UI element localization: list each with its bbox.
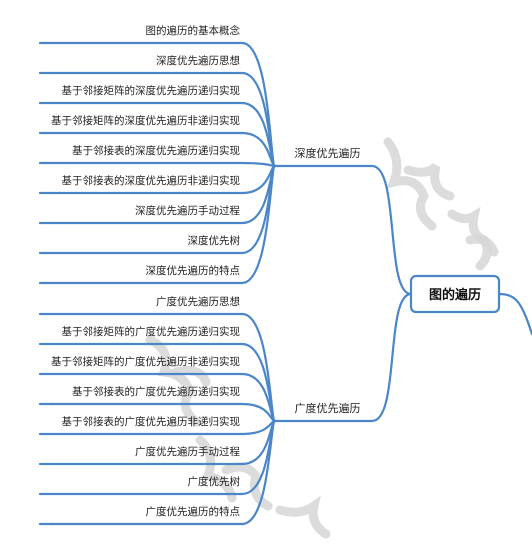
leaf-label[interactable]: 基于邻接表的广度优先遍历非递归实现 — [62, 415, 241, 428]
leaf-label[interactable]: 深度优先遍历思想 — [156, 54, 240, 67]
leaf-label[interactable]: 深度优先遍历的特点 — [146, 264, 241, 277]
leaf-label[interactable]: 基于邻接表的深度优先遍历递归实现 — [72, 144, 240, 157]
leaf-connector — [240, 419, 277, 526]
root-outgoing-connector — [497, 292, 532, 336]
watermark-stroke — [465, 234, 499, 257]
watermark-strokes — [145, 137, 499, 539]
leaf-label[interactable]: 深度优先遍历手动过程 — [135, 204, 240, 217]
watermark-stroke — [171, 365, 211, 387]
watermark-stroke — [145, 335, 201, 427]
watermark-stroke — [403, 162, 455, 201]
leaf-label[interactable]: 图的遍历的基本概念 — [146, 24, 241, 37]
leaf-label[interactable]: 深度优先树 — [188, 234, 241, 247]
leaf-label[interactable]: 广度优先树 — [188, 475, 241, 488]
leaf-label[interactable]: 基于邻接矩阵的广度优先遍历非递归实现 — [51, 355, 240, 368]
watermark-stroke — [275, 495, 331, 539]
leaf-label[interactable]: 基于邻接矩阵的深度优先遍历非递归实现 — [51, 114, 240, 127]
watermark-stroke — [195, 435, 237, 503]
leaf-connector — [240, 161, 277, 168]
leaf-label[interactable]: 基于邻接表的广度优先遍历递归实现 — [72, 385, 240, 398]
root-node-box[interactable] — [409, 274, 501, 314]
leaf-connector — [240, 164, 277, 285]
leaf-label[interactable]: 广度优先遍历思想 — [156, 295, 240, 308]
leaf-label[interactable]: 基于邻接表的深度优先遍历非递归实现 — [62, 174, 241, 187]
watermark-stroke — [447, 206, 492, 271]
branch-label[interactable]: 广度优先遍历 — [295, 401, 361, 415]
watermark-stroke — [221, 462, 273, 511]
leaf-label[interactable]: 广度优先遍历的特点 — [146, 505, 241, 518]
leaf-label[interactable]: 基于邻接矩阵的深度优先遍历递归实现 — [62, 84, 241, 97]
root-label[interactable]: 图的遍历 — [429, 287, 481, 303]
node-layer: 图的遍历的基本概念深度优先遍历思想基于邻接矩阵的深度优先遍历递归实现基于邻接矩阵… — [51, 24, 501, 518]
branch-connector — [370, 164, 413, 296]
leaf-label[interactable]: 基于邻接矩阵的广度优先遍历递归实现 — [62, 325, 241, 338]
branch-connector — [370, 292, 413, 423]
branch-label[interactable]: 深度优先遍历 — [295, 146, 361, 160]
leaf-label[interactable]: 广度优先遍历手动过程 — [135, 445, 240, 458]
watermark-stroke — [383, 137, 437, 231]
edge-layer — [38, 41, 532, 526]
